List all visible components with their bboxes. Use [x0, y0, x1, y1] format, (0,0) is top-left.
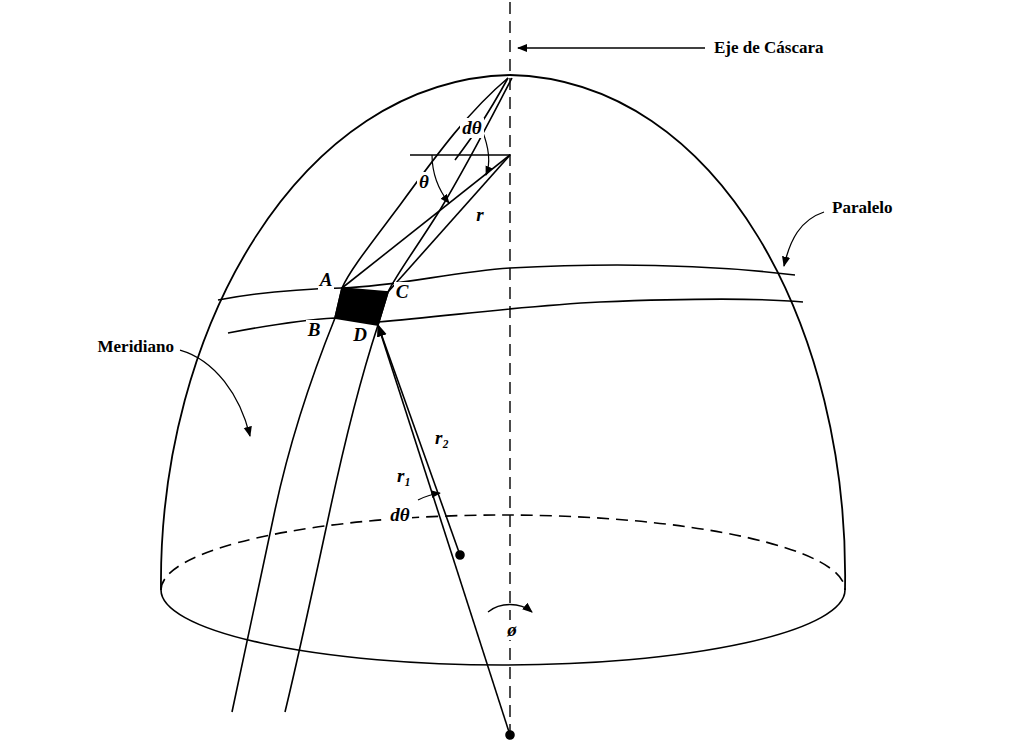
base-front: [161, 590, 845, 665]
point-label: ø: [505, 620, 519, 641]
dtheta-arc-lower: [418, 493, 440, 500]
horizontal-ref: [410, 154, 510, 156]
point-label: C: [394, 282, 411, 303]
callout-label: Paralelo: [830, 199, 894, 218]
axis-leader: [518, 47, 705, 48]
point-label: A: [318, 270, 335, 291]
phi-arrow: [488, 605, 532, 613]
radius-r2: [378, 325, 510, 735]
radius-r-a: [342, 155, 510, 288]
parallel-leader: [784, 212, 824, 266]
meridian-leader: [180, 350, 250, 436]
shell-element: [335, 288, 388, 325]
theta-arc: [432, 155, 449, 203]
dome-outline: [161, 75, 845, 590]
point-label: r: [474, 205, 485, 226]
parallel-upper: [218, 265, 795, 300]
point-label: D: [351, 325, 369, 346]
callout-label: Meridiano: [96, 338, 177, 357]
radius-r1: [378, 325, 460, 555]
radius-r-c: [388, 155, 510, 292]
point-label: dθ: [460, 118, 483, 139]
meridian-inner: [455, 78, 508, 160]
point-label: θ: [417, 172, 431, 193]
point-label: r₁: [395, 466, 413, 487]
meridian-right: [285, 78, 512, 712]
center-r2: [506, 731, 514, 739]
point-label: dθ: [388, 505, 411, 526]
callout-label: Eje de Cáscara: [712, 39, 826, 58]
base-back: [161, 515, 845, 590]
point-label: r₂: [433, 428, 451, 449]
center-r1: [456, 551, 464, 559]
point-label: B: [306, 320, 323, 341]
meridian-left: [232, 78, 508, 712]
